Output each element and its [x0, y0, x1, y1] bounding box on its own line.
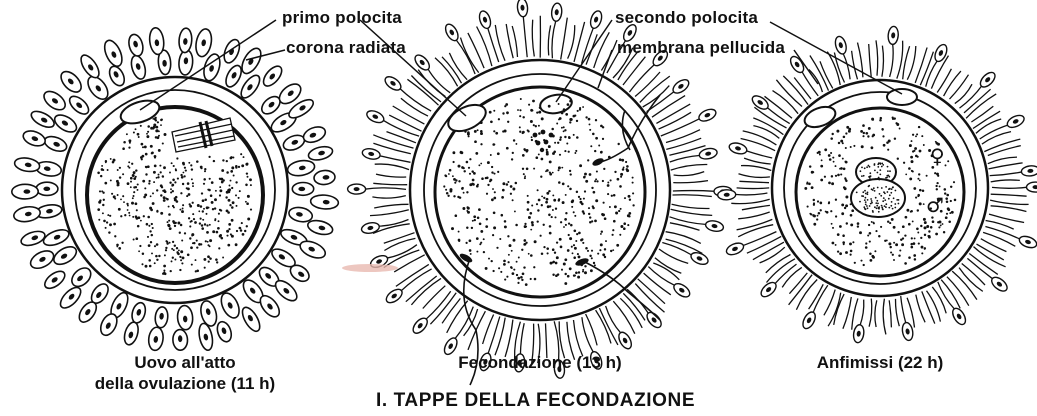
caption-stage1-line2: della ovulazione (11 h)	[60, 373, 310, 394]
label-primo-polocita: primo polocita	[282, 8, 402, 27]
female-symbol: ♀	[930, 144, 945, 168]
stage3-second-polar-body	[887, 89, 917, 105]
label-corona-radiata: corona radiata	[286, 38, 406, 57]
figure-title: I. TAPPE DELLA FECONDAZIONE	[376, 390, 695, 412]
paper-smudge	[342, 264, 398, 272]
caption-stage1: Uovo all'atto della ovulazione (11 h)	[60, 352, 310, 394]
stage3-oocyte	[772, 80, 988, 296]
label-membrana-pellucida: membrana pellucida	[617, 38, 785, 57]
caption-stage2: Fecondazione (13 h)	[430, 352, 650, 373]
caption-stage1-line1: Uovo all'atto	[60, 352, 310, 373]
male-symbol: ♂	[926, 193, 944, 217]
caption-stage3: Anfimissi (22 h)	[780, 352, 980, 373]
stage1-oocyte	[62, 77, 288, 303]
label-secondo-polocita: secondo polocita	[615, 8, 758, 27]
